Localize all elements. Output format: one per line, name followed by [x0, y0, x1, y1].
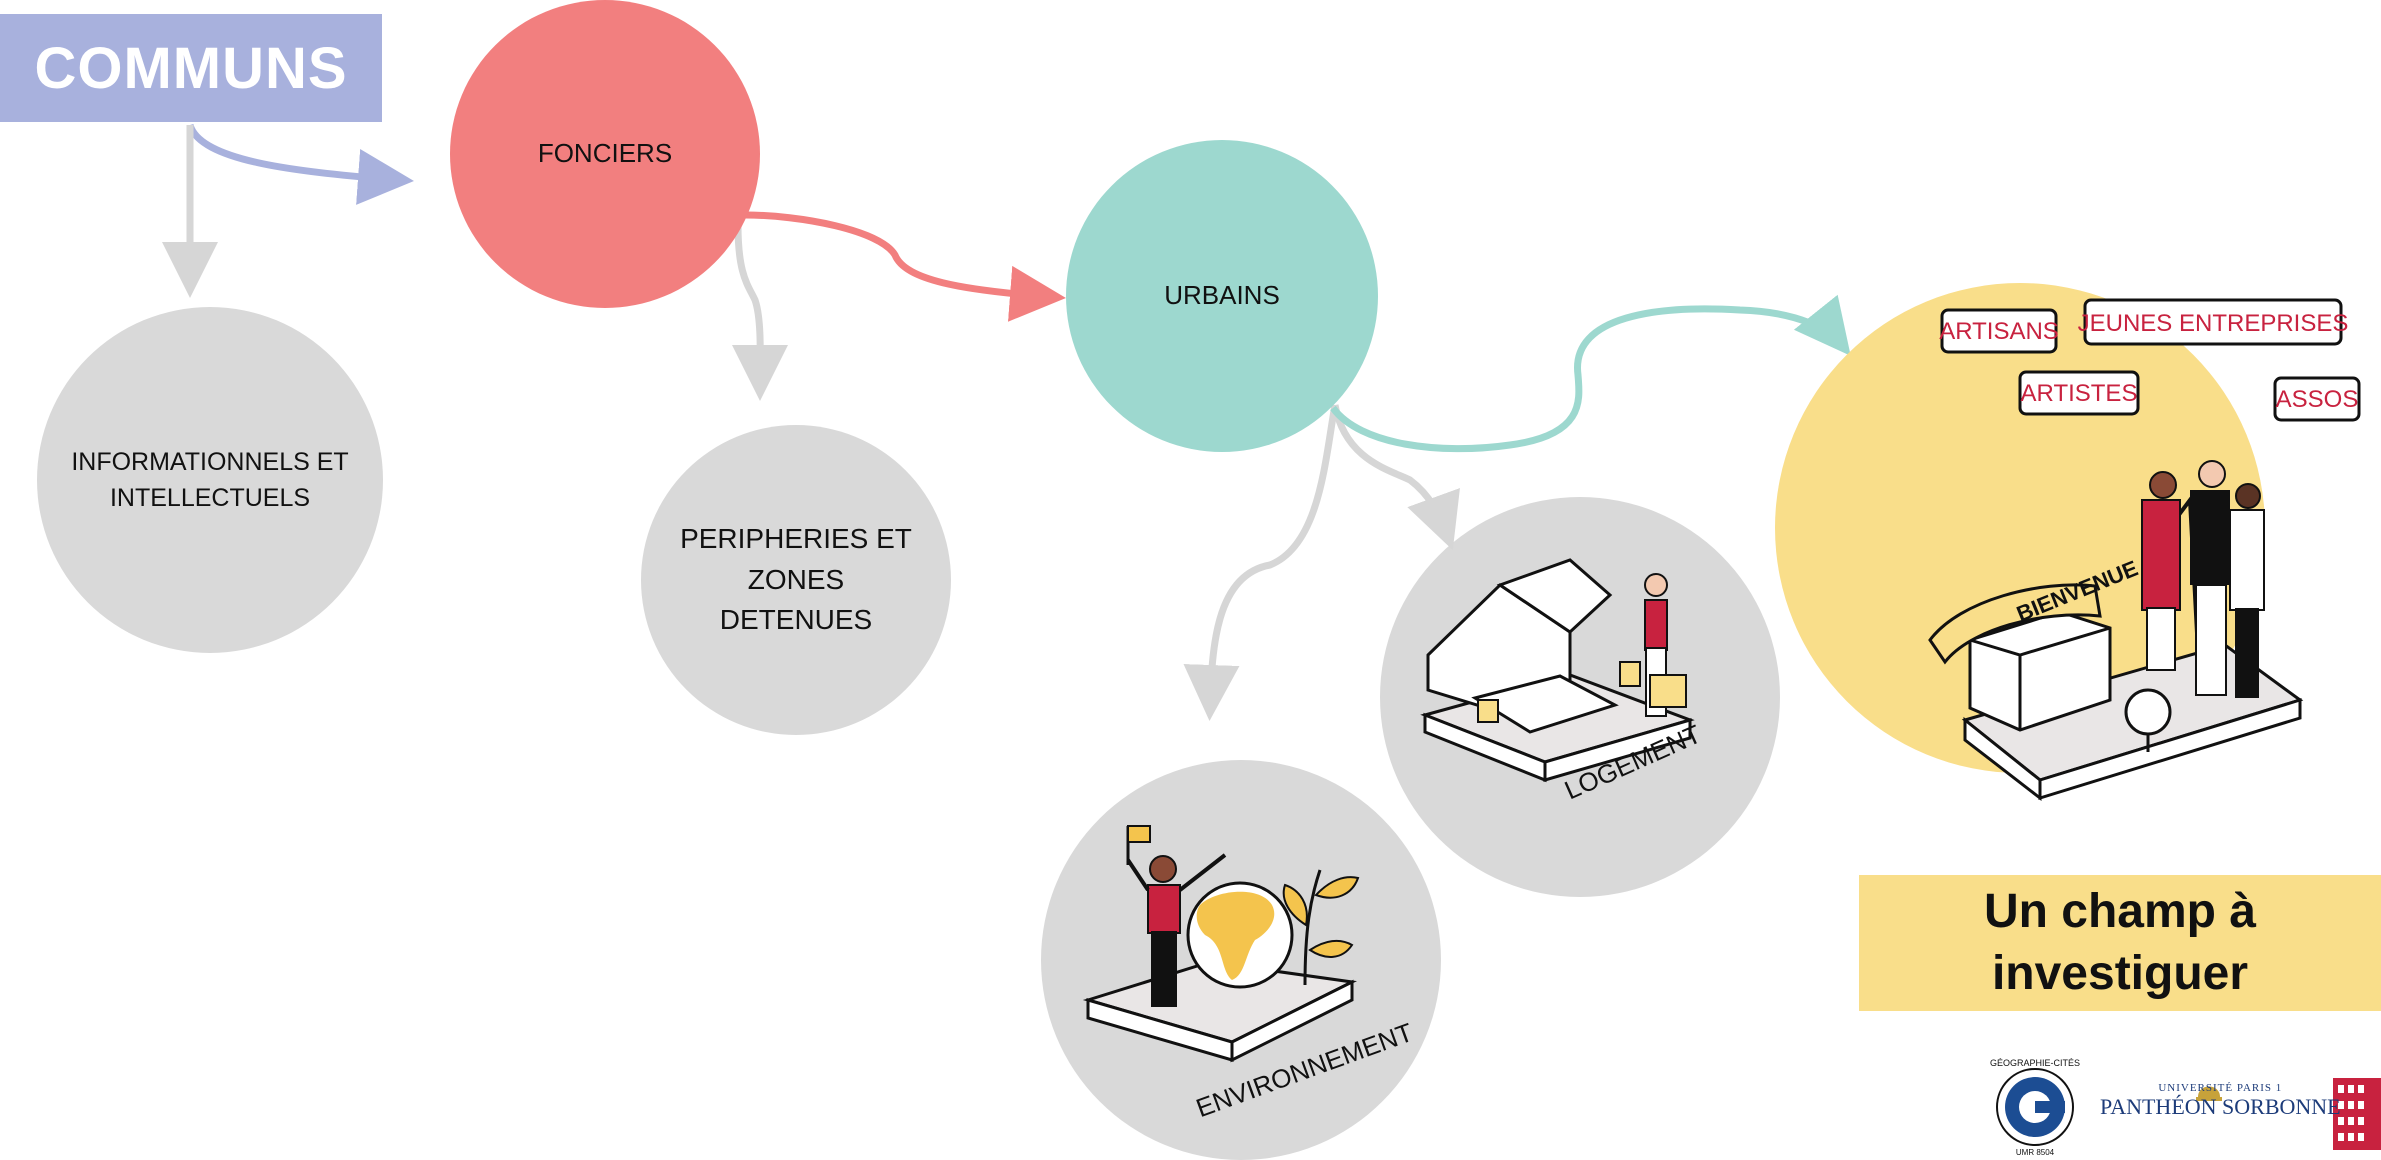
title-communs: COMMUNS	[0, 14, 382, 122]
arrow-fonciers-to-urbains	[744, 211, 1066, 322]
pantheon-sorbonne-logo: UNIVERSITÉ PARIS 1 PANTHÉON SORBONNE	[2100, 1082, 2341, 1120]
partner-logo	[2333, 1078, 2381, 1150]
bubble-assos: ASSOS	[2276, 386, 2359, 413]
arrow-urbains-to-logement	[1331, 404, 1460, 551]
node-urbains: URBAINS	[1066, 140, 1378, 452]
cta-label: Un champ à investiguer	[1983, 884, 2257, 1000]
node-informationnels: INFORMATIONNELS ET INTELLECTUELS	[37, 307, 383, 653]
geographie-cites-logo	[1996, 1068, 2074, 1146]
geographie-cites-umr: UMR 8504	[2016, 1148, 2055, 1157]
geographie-cites-label: GÉOGRAPHIE-CITÉS	[1990, 1058, 2080, 1068]
bedroom-illustration	[1420, 558, 1695, 783]
arrow-fonciers-to-peripheries	[732, 224, 789, 401]
bubble-artistes: ARTISTES	[2021, 380, 2138, 407]
node-peripheries-label: PERIPHERIES ET ZONES DETENUES	[680, 523, 912, 636]
bubble-jeunes-entreprises: JEUNES ENTREPRISES	[2078, 310, 2349, 337]
pantheon-dome-icon	[2196, 1086, 2222, 1101]
node-urbains-label: URBAINS	[1164, 280, 1280, 311]
environment-illustration	[1082, 825, 1360, 1063]
node-fonciers-label: FONCIERS	[537, 138, 673, 169]
pantheon-line2: PANTHÉON SORBONNE	[2100, 1094, 2341, 1119]
node-fonciers: FONCIERS	[450, 0, 760, 308]
arrow-urbains-to-environnement	[1183, 404, 1339, 721]
node-peripheries: PERIPHERIES ET ZONES DETENUES	[641, 425, 951, 735]
champ-circle	[1775, 283, 2265, 773]
bubble-artisans: ARTISANS	[1939, 318, 2059, 345]
node-informationnels-label: INFORMATIONNELS ET INTELLECTUELS	[71, 447, 349, 512]
arrow-communs-to-fonciers	[186, 123, 414, 205]
arrow-urbains-to-champ	[1330, 294, 1851, 453]
cta-un-champ-a-investiguer: Un champ à investiguer	[1859, 875, 2381, 1011]
pantheon-line1: UNIVERSITÉ PARIS 1	[2158, 1082, 2283, 1094]
